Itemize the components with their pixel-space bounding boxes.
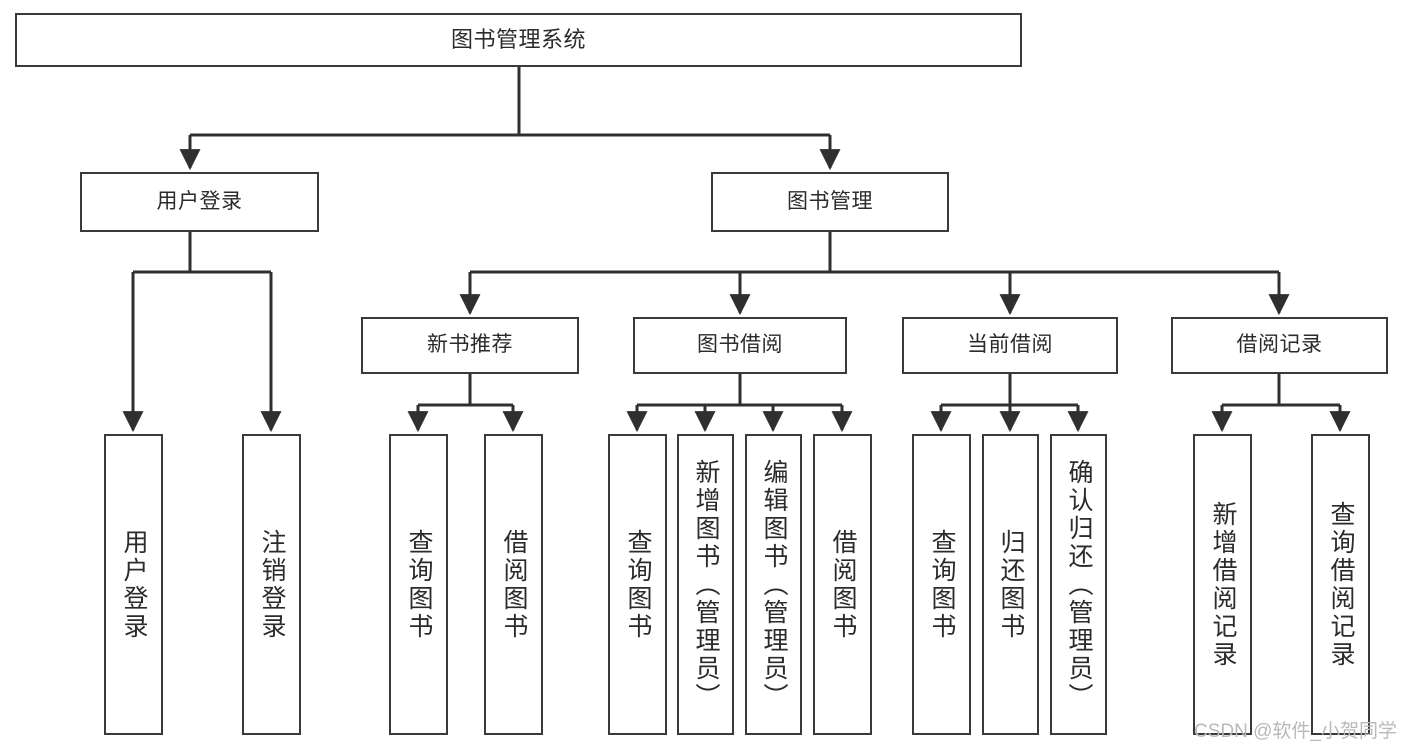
leaf-user-login-logout[interactable]: 注销登录 bbox=[242, 434, 301, 735]
leaf-recommend-borrow-book[interactable]: 借阅图书 bbox=[484, 434, 543, 735]
node-label: 图书借阅 bbox=[697, 333, 783, 357]
node-label: 新增图书（管理员） bbox=[692, 458, 720, 711]
node-book-management[interactable]: 图书管理 bbox=[711, 172, 949, 232]
leaf-borrow-edit-book-admin[interactable]: 编辑图书（管理员） bbox=[745, 434, 802, 735]
leaf-current-return-book[interactable]: 归还图书 bbox=[982, 434, 1039, 735]
node-label: 查询图书 bbox=[405, 528, 433, 641]
node-label: 查询借阅记录 bbox=[1327, 500, 1355, 669]
node-root-system[interactable]: 图书管理系统 bbox=[15, 13, 1022, 67]
watermark: CSDN @软件_小贺同学 bbox=[1194, 721, 1397, 742]
node-label: 新增借阅记录 bbox=[1209, 500, 1237, 669]
node-label: 归还图书 bbox=[997, 528, 1025, 641]
leaf-record-query-record[interactable]: 查询借阅记录 bbox=[1311, 434, 1370, 735]
leaf-current-confirm-return-admin[interactable]: 确认归还（管理员） bbox=[1050, 434, 1107, 735]
node-label: 编辑图书（管理员） bbox=[760, 458, 788, 711]
node-label: 当前借阅 bbox=[967, 333, 1053, 357]
node-label: 借阅图书 bbox=[829, 528, 857, 641]
node-label: 确认归还（管理员） bbox=[1065, 458, 1093, 711]
leaf-user-login-login[interactable]: 用户登录 bbox=[104, 434, 163, 735]
node-user-login[interactable]: 用户登录 bbox=[80, 172, 319, 232]
node-book-borrow[interactable]: 图书借阅 bbox=[633, 317, 847, 374]
node-label: 查询图书 bbox=[624, 528, 652, 641]
node-new-book-recommend[interactable]: 新书推荐 bbox=[361, 317, 579, 374]
node-label: 用户登录 bbox=[120, 528, 148, 641]
node-label: 借阅记录 bbox=[1236, 333, 1323, 357]
node-label: 用户登录 bbox=[156, 189, 243, 213]
node-label: 图书管理 bbox=[787, 189, 873, 213]
leaf-borrow-query-book[interactable]: 查询图书 bbox=[608, 434, 667, 735]
node-label: 图书管理系统 bbox=[450, 27, 586, 53]
node-label: 新书推荐 bbox=[427, 333, 513, 357]
leaf-record-add-record[interactable]: 新增借阅记录 bbox=[1193, 434, 1252, 735]
leaf-current-query-book[interactable]: 查询图书 bbox=[912, 434, 971, 735]
node-current-borrow[interactable]: 当前借阅 bbox=[902, 317, 1118, 374]
node-label: 借阅图书 bbox=[500, 528, 528, 641]
leaf-borrow-add-book-admin[interactable]: 新增图书（管理员） bbox=[677, 434, 734, 735]
leaf-recommend-query-book[interactable]: 查询图书 bbox=[389, 434, 448, 735]
node-label: 注销登录 bbox=[258, 528, 286, 641]
node-label: 查询图书 bbox=[928, 528, 956, 641]
node-borrow-record[interactable]: 借阅记录 bbox=[1171, 317, 1388, 374]
leaf-borrow-borrow-book[interactable]: 借阅图书 bbox=[813, 434, 872, 735]
